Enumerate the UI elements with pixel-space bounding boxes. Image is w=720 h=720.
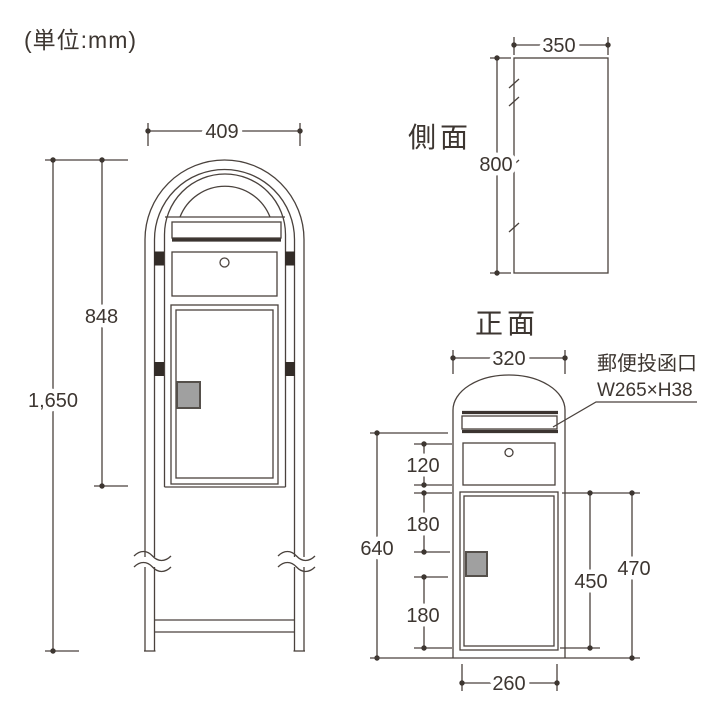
side-view-title: 側面 bbox=[408, 122, 472, 153]
dim-label-848: 848 bbox=[85, 306, 118, 328]
leg-break-left bbox=[133, 550, 172, 573]
front-body-outline bbox=[452, 374, 566, 658]
bracket-lower-right bbox=[285, 362, 295, 376]
dim-label-120: 120 bbox=[406, 455, 439, 477]
bracket-upper-left bbox=[154, 251, 164, 266]
dim-label-800: 800 bbox=[479, 154, 512, 176]
dim-label-350: 350 bbox=[542, 35, 575, 57]
name-plate bbox=[171, 251, 278, 297]
front-lock-cylinder bbox=[504, 447, 514, 458]
dim-label-320: 320 bbox=[492, 348, 525, 370]
stand-frame-outer bbox=[144, 159, 305, 651]
side-view-figure bbox=[508, 57, 609, 274]
unit-label: (単位:mm) bbox=[24, 27, 137, 53]
side-view-dimensions: 350 800 bbox=[475, 31, 611, 276]
front-door-panel bbox=[463, 495, 555, 647]
body-outline bbox=[163, 173, 287, 487]
annotation-line1: 郵便投函口 bbox=[597, 352, 697, 375]
front-view-dimensions: 320 120 180 180 640 450 470 260 bbox=[356, 344, 655, 700]
side-hinge-mark-4 bbox=[508, 222, 520, 233]
side-hinge-mark-1 bbox=[508, 78, 520, 89]
bracket-lower-left bbox=[154, 362, 164, 376]
dim-label-1650: 1,650 bbox=[28, 390, 78, 412]
side-hinge-mark-2 bbox=[508, 96, 520, 107]
slot-annotation: 郵便投函口 W265×H38 bbox=[552, 352, 697, 428]
side-hinge-mark-3 bbox=[508, 159, 520, 170]
front-view-title: 正面 bbox=[475, 308, 539, 339]
door-handle bbox=[176, 381, 201, 409]
side-view-outline bbox=[513, 57, 609, 274]
dim-label-640: 640 bbox=[360, 538, 393, 560]
bracket-upper-right bbox=[285, 251, 295, 266]
dim-label-260: 260 bbox=[492, 673, 525, 695]
leg-break-right bbox=[277, 550, 316, 573]
dim-label-180-upper: 180 bbox=[406, 514, 439, 536]
front-view-figure bbox=[452, 374, 566, 658]
dim-label-409: 409 bbox=[205, 121, 238, 143]
main-view-figure bbox=[133, 159, 316, 652]
mail-slot bbox=[171, 221, 282, 239]
main-view-dimensions: 409 848 1,650 bbox=[23, 117, 303, 654]
annotation-leader-line bbox=[552, 401, 697, 428]
dim-label-470: 470 bbox=[617, 558, 650, 580]
front-name-plate bbox=[462, 442, 556, 486]
stand-frame-inner bbox=[153, 168, 296, 651]
door-frame bbox=[170, 304, 279, 485]
front-mail-slot bbox=[461, 415, 558, 430]
body-inner-rim-arc bbox=[179, 185, 271, 218]
dim-label-180-lower: 180 bbox=[406, 605, 439, 627]
front-door-frame bbox=[459, 491, 559, 651]
front-door-handle bbox=[465, 551, 488, 577]
lock-cylinder bbox=[219, 257, 230, 268]
dim-label-450: 450 bbox=[574, 571, 607, 593]
annotation-line2: W265×H38 bbox=[597, 380, 693, 401]
